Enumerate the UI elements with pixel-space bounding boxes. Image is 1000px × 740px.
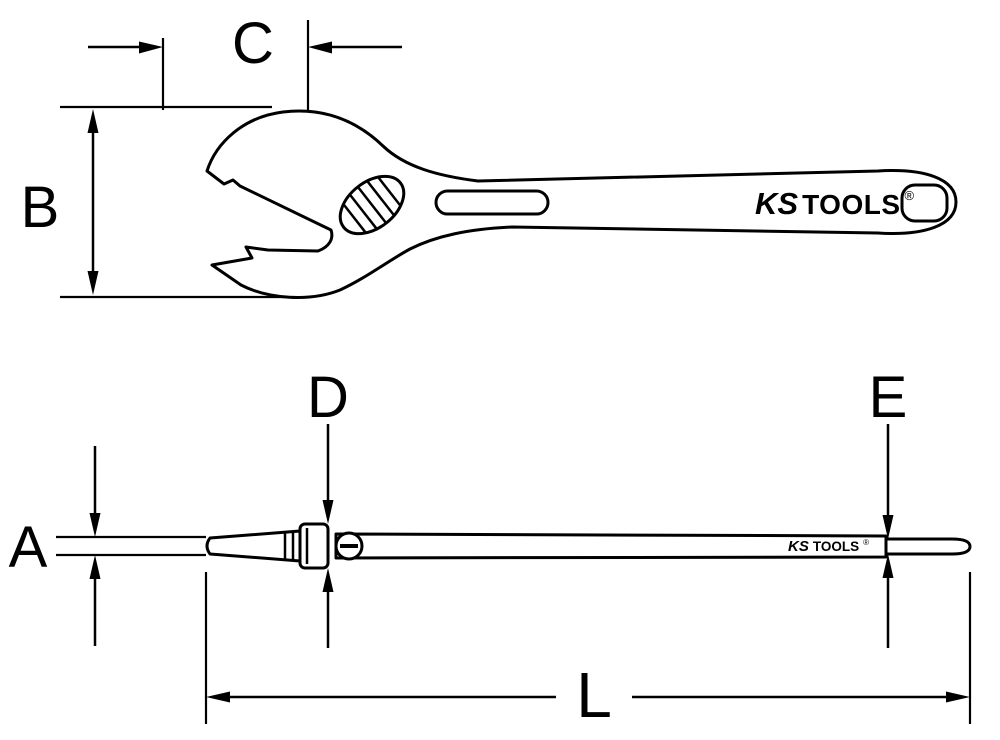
arrowhead-down-icon bbox=[87, 271, 99, 295]
dim-label-l: L bbox=[576, 659, 612, 731]
dimension-c: C bbox=[88, 11, 402, 146]
arrowhead-up-icon bbox=[882, 554, 894, 578]
dimension-b: B bbox=[21, 105, 300, 299]
arrowhead-down-icon bbox=[89, 513, 101, 537]
wrench-body-outline bbox=[205, 109, 958, 299]
handle-slot bbox=[434, 189, 550, 216]
brand-tools-text: TOOLS bbox=[802, 189, 900, 220]
dim-label-e: E bbox=[869, 365, 908, 430]
arrowhead-left-icon bbox=[206, 691, 230, 703]
brand-ks-text: KS bbox=[755, 186, 798, 221]
movable-jaw-bracket bbox=[298, 522, 330, 570]
handle-tail bbox=[884, 537, 972, 556]
knurl-line bbox=[377, 177, 401, 206]
arrowhead-right-icon bbox=[946, 691, 970, 703]
dim-label-a: A bbox=[9, 515, 48, 580]
dimension-d: D bbox=[307, 365, 349, 648]
knurl-line bbox=[343, 204, 367, 233]
jaw-edge-profile bbox=[205, 529, 302, 563]
brand-tools-text: TOOLS bbox=[813, 539, 859, 554]
hanging-hole bbox=[900, 183, 949, 223]
brand-logo-small: KS TOOLS ® bbox=[788, 538, 869, 555]
knurl-line bbox=[366, 180, 395, 216]
brand-logo: KS TOOLS ® bbox=[755, 186, 915, 221]
dimension-a: A bbox=[9, 446, 206, 646]
arrowhead-down-icon bbox=[882, 515, 894, 539]
bottom-view: D E A bbox=[9, 365, 972, 731]
worm-screw bbox=[338, 174, 406, 236]
wrench-side-view: KS TOOLS ® bbox=[205, 522, 972, 570]
dim-label-b: B bbox=[21, 175, 60, 240]
knurl-line bbox=[357, 186, 387, 224]
dim-label-c: C bbox=[232, 11, 274, 76]
wrench-top-view: KS TOOLS ® bbox=[205, 109, 958, 299]
arrowhead-down-icon bbox=[322, 500, 334, 524]
dim-label-d: D bbox=[307, 365, 349, 430]
arrowhead-up-icon bbox=[322, 568, 334, 592]
brand-registered-mark: ® bbox=[863, 538, 869, 547]
arrowhead-up-icon bbox=[89, 555, 101, 579]
arrowhead-left-icon bbox=[308, 41, 332, 54]
knurl-line bbox=[349, 194, 378, 230]
arrowhead-right-icon bbox=[139, 41, 163, 54]
brand-ks-text: KS bbox=[788, 538, 809, 555]
dimension-e: E bbox=[869, 365, 908, 648]
arrowhead-up-icon bbox=[87, 109, 99, 133]
brand-registered-mark: ® bbox=[905, 188, 915, 203]
top-view: C B bbox=[21, 11, 958, 299]
dimension-l: L bbox=[204, 572, 972, 731]
